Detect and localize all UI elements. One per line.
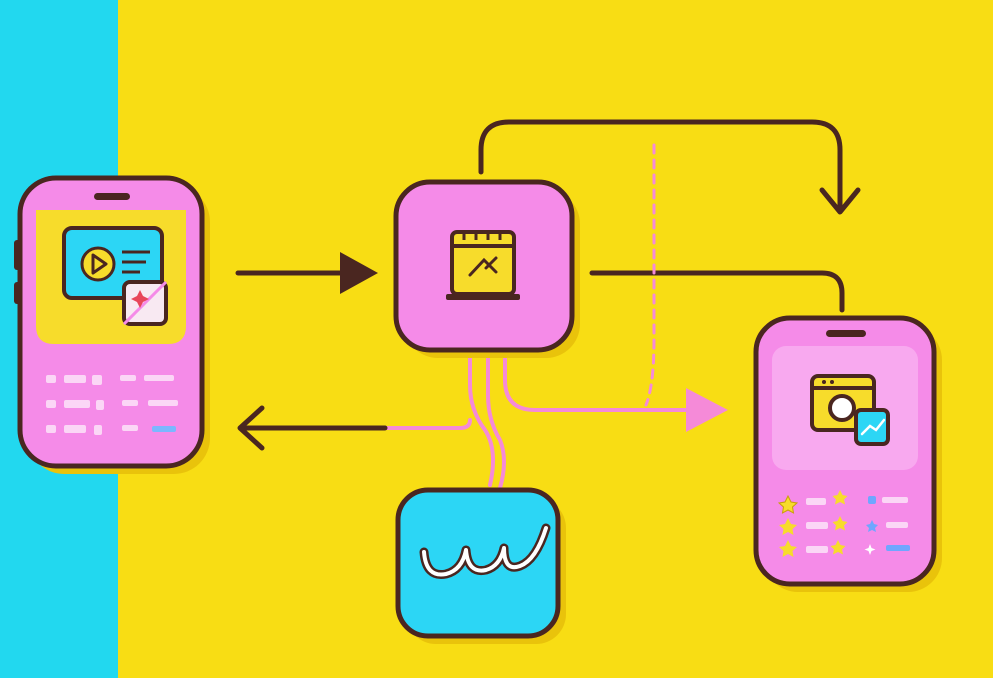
star-icon xyxy=(832,516,848,531)
edit-window-icon xyxy=(446,230,520,300)
dashed-divider xyxy=(644,143,656,407)
handwriting-icon xyxy=(419,523,551,580)
star-icon xyxy=(830,540,846,555)
processor-to-result-line xyxy=(589,270,845,313)
speaker-slot xyxy=(826,330,866,337)
star-icon xyxy=(777,494,799,514)
result-list xyxy=(777,490,910,557)
star-icon xyxy=(832,490,848,505)
signature-card[interactable] xyxy=(395,487,566,644)
star-icon xyxy=(779,540,797,557)
result-phone[interactable] xyxy=(753,315,942,592)
sparkle-badge-icon xyxy=(122,280,168,326)
star-icon xyxy=(866,520,878,532)
speaker-slot xyxy=(94,193,130,200)
source-phone[interactable] xyxy=(14,175,210,474)
star-icon xyxy=(779,518,797,535)
return-arrow xyxy=(237,405,472,451)
chart-badge-icon xyxy=(854,408,890,446)
pink-flow-arrow xyxy=(468,353,728,490)
processor-loop-arrow xyxy=(478,119,861,215)
source-to-processor-arrow xyxy=(235,252,378,294)
source-list xyxy=(46,375,178,435)
star-icon xyxy=(864,544,876,555)
processor-card[interactable] xyxy=(393,179,580,358)
